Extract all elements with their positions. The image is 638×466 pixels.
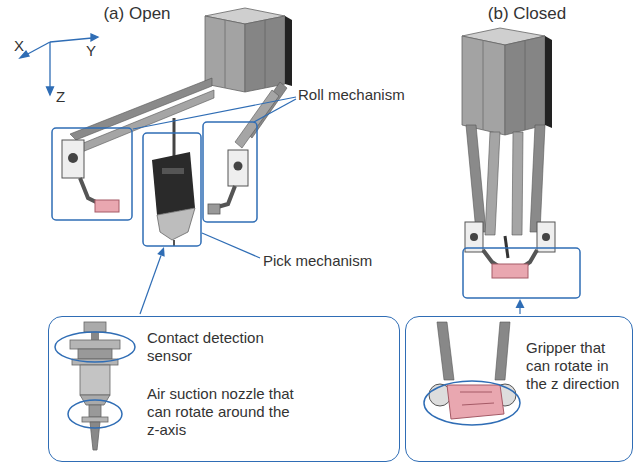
callout-text: Air suction nozzle that can rotate aroun… [147,385,297,439]
callout-text: Contact detection sensor [147,329,297,365]
part-label: Pick mechanism [263,252,372,270]
callout-box: Contact detection sensorAir suction nozz… [48,316,400,462]
panel-title: (b) Closed [488,4,566,24]
callout-box: Gripper that can rotate in the z directi… [405,316,633,462]
axis-label: Z [56,88,65,106]
panel-title: (a) Open [103,4,170,24]
axis-label: X [14,37,24,55]
axis-label: Y [86,42,96,60]
callout-text: Gripper that can rotate in the z directi… [526,339,628,393]
part-label: Roll mechanism [298,86,405,104]
